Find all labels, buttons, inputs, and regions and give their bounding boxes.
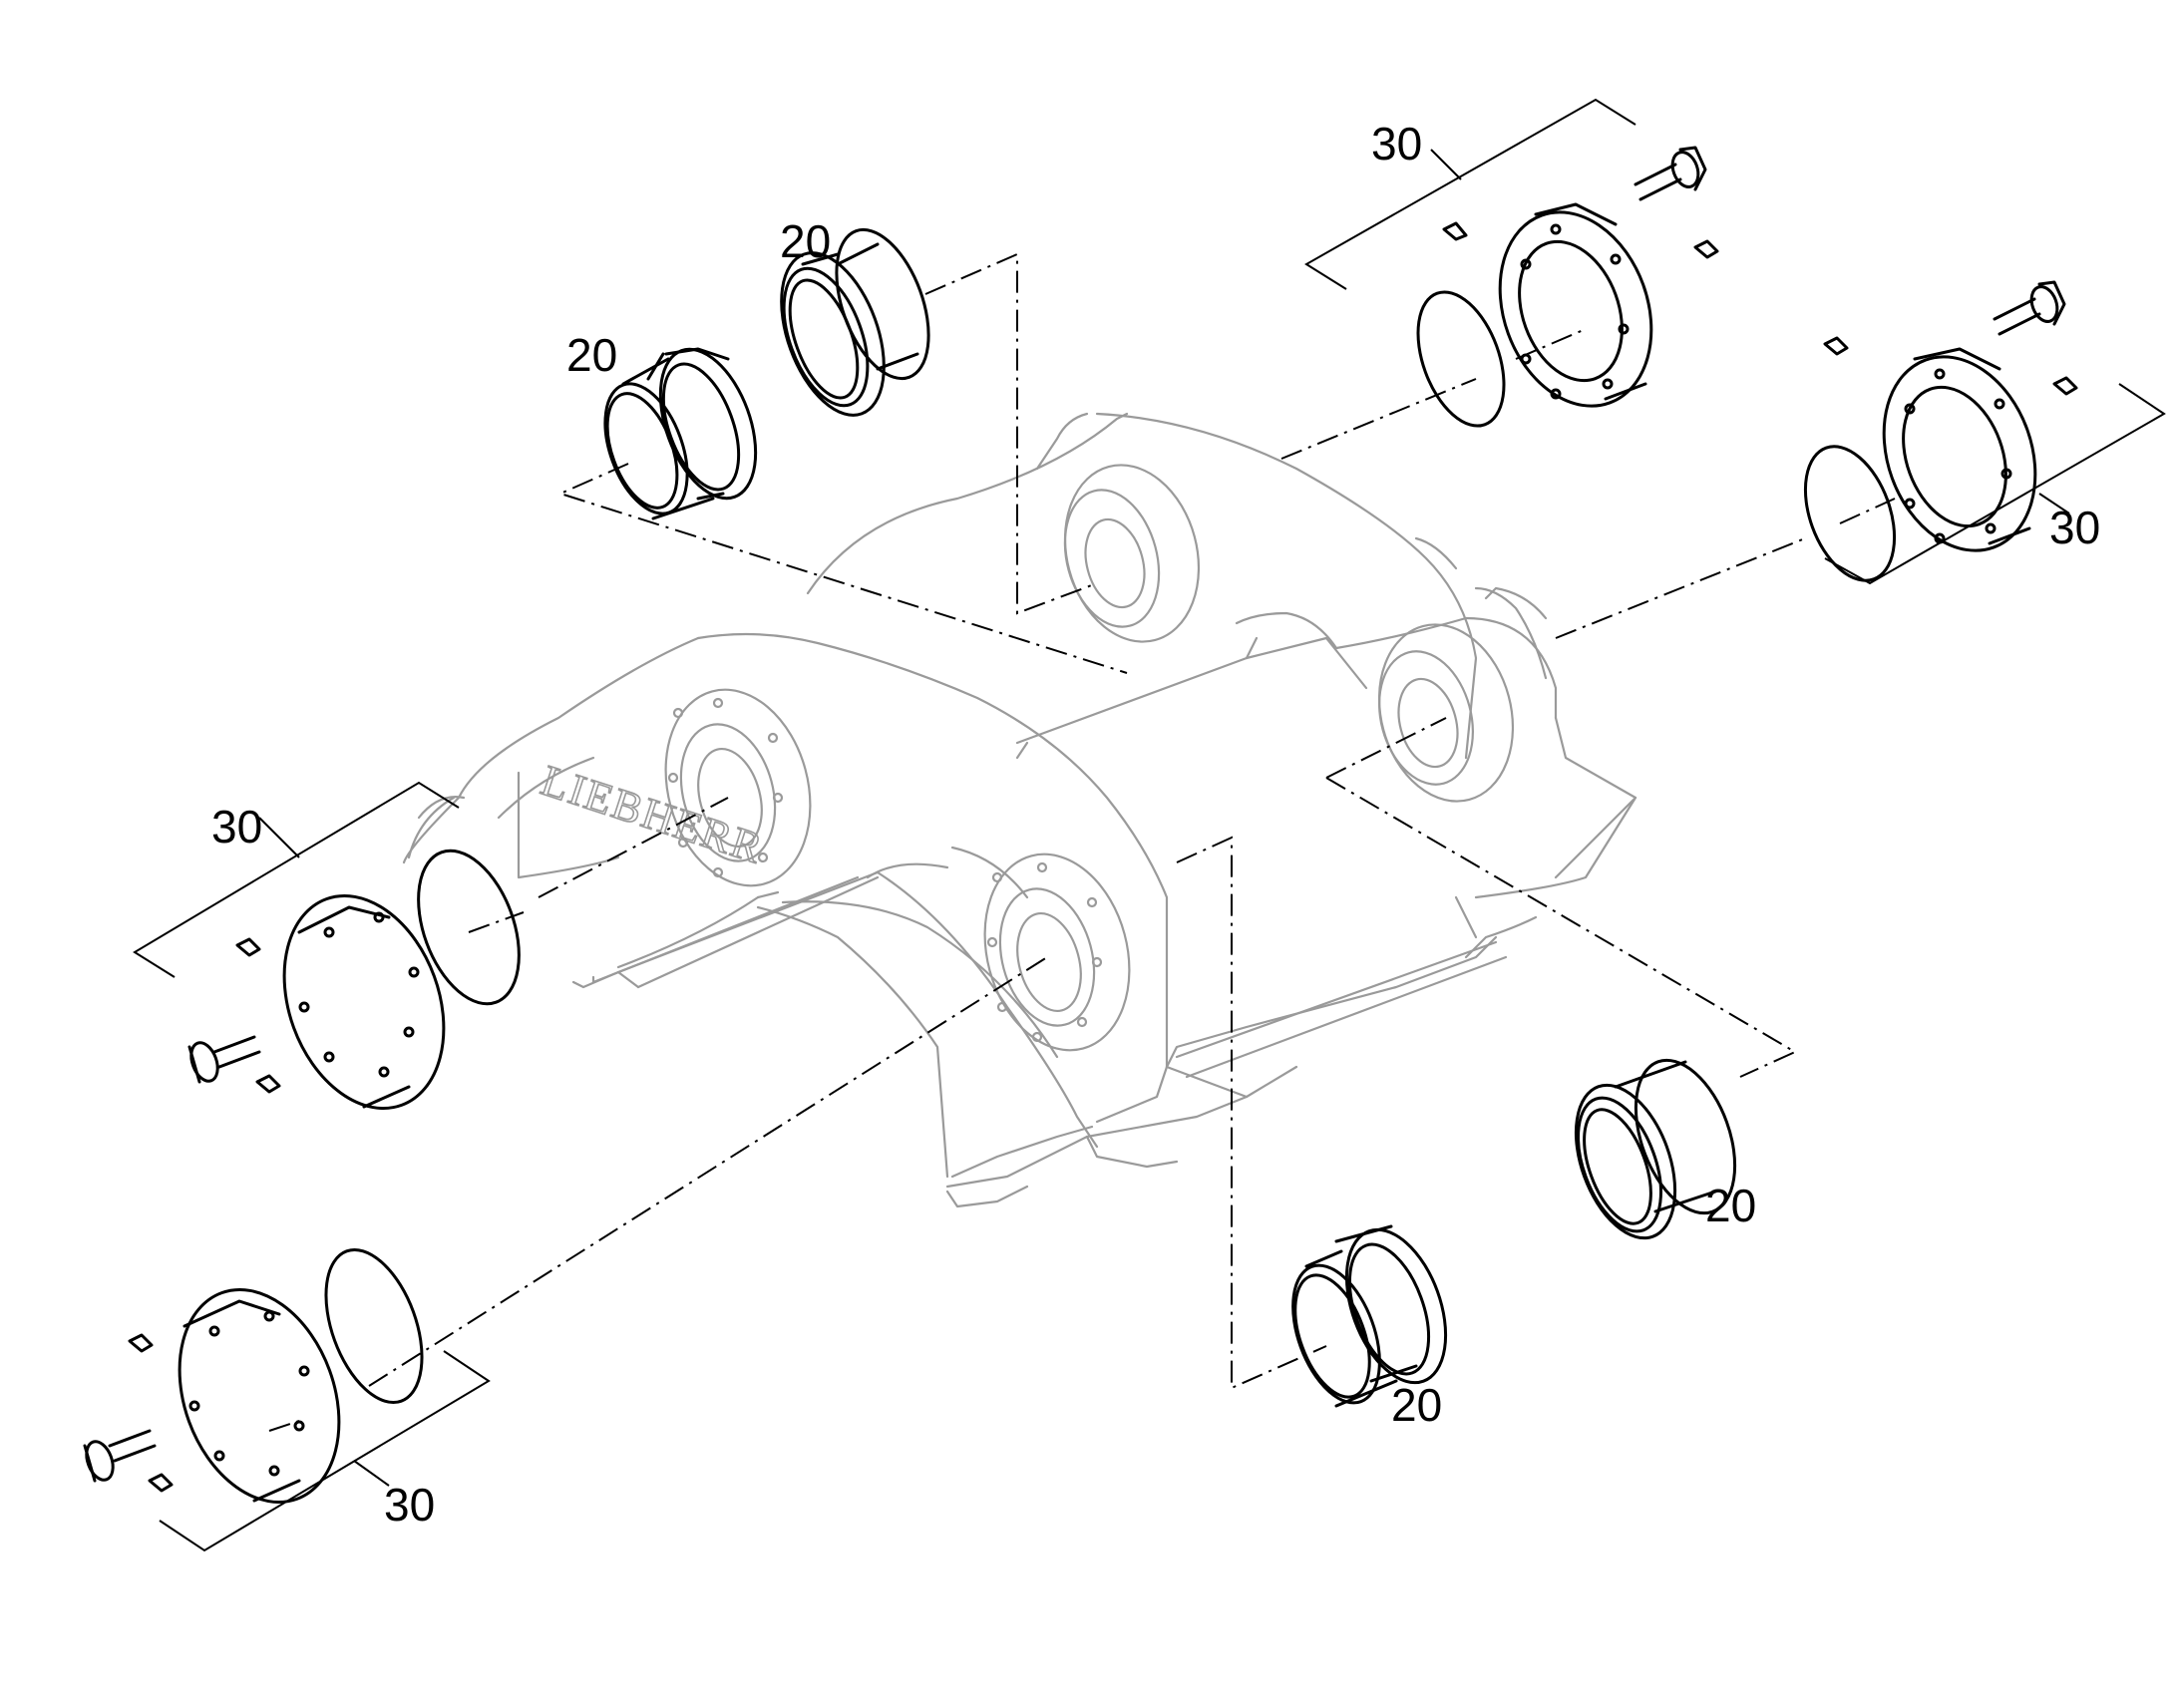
bushing-top-center[interactable] — [762, 217, 947, 429]
housing-body — [402, 412, 1637, 1208]
bushing-bottom-right[interactable] — [1557, 1047, 1753, 1251]
callout-cover-top-right-upper: 30 — [1371, 118, 1422, 170]
callout-bushing-bottom-center: 20 — [1391, 1379, 1442, 1431]
bore-front-right — [983, 853, 1131, 1052]
cover-left-lower[interactable] — [82, 1236, 441, 1525]
bore-back-right — [1377, 623, 1515, 803]
bore-front-left — [664, 688, 812, 887]
callout-brackets — [133, 98, 2166, 1552]
callout-bushing-bottom-right: 20 — [1705, 1180, 1756, 1231]
cover-left-upper[interactable] — [186, 837, 539, 1131]
housing-bores — [664, 464, 1515, 1052]
bore-back-left — [1063, 464, 1201, 643]
callout-bushing-top-center: 20 — [780, 215, 831, 267]
axis-lines — [268, 252, 1896, 1432]
bushing-top-left[interactable] — [589, 336, 774, 524]
callout-cover-left-lower: 30 — [384, 1479, 435, 1531]
housing-brand-mark: LIEBHERR — [536, 756, 770, 873]
bushing-bottom-center[interactable] — [1276, 1216, 1465, 1415]
callout-cover-top-right-lower: 30 — [2049, 502, 2100, 553]
cover-top-right-upper[interactable] — [1401, 146, 1719, 438]
callout-bushing-top-left: 20 — [566, 329, 617, 381]
callout-cover-left-upper: 30 — [211, 801, 262, 853]
